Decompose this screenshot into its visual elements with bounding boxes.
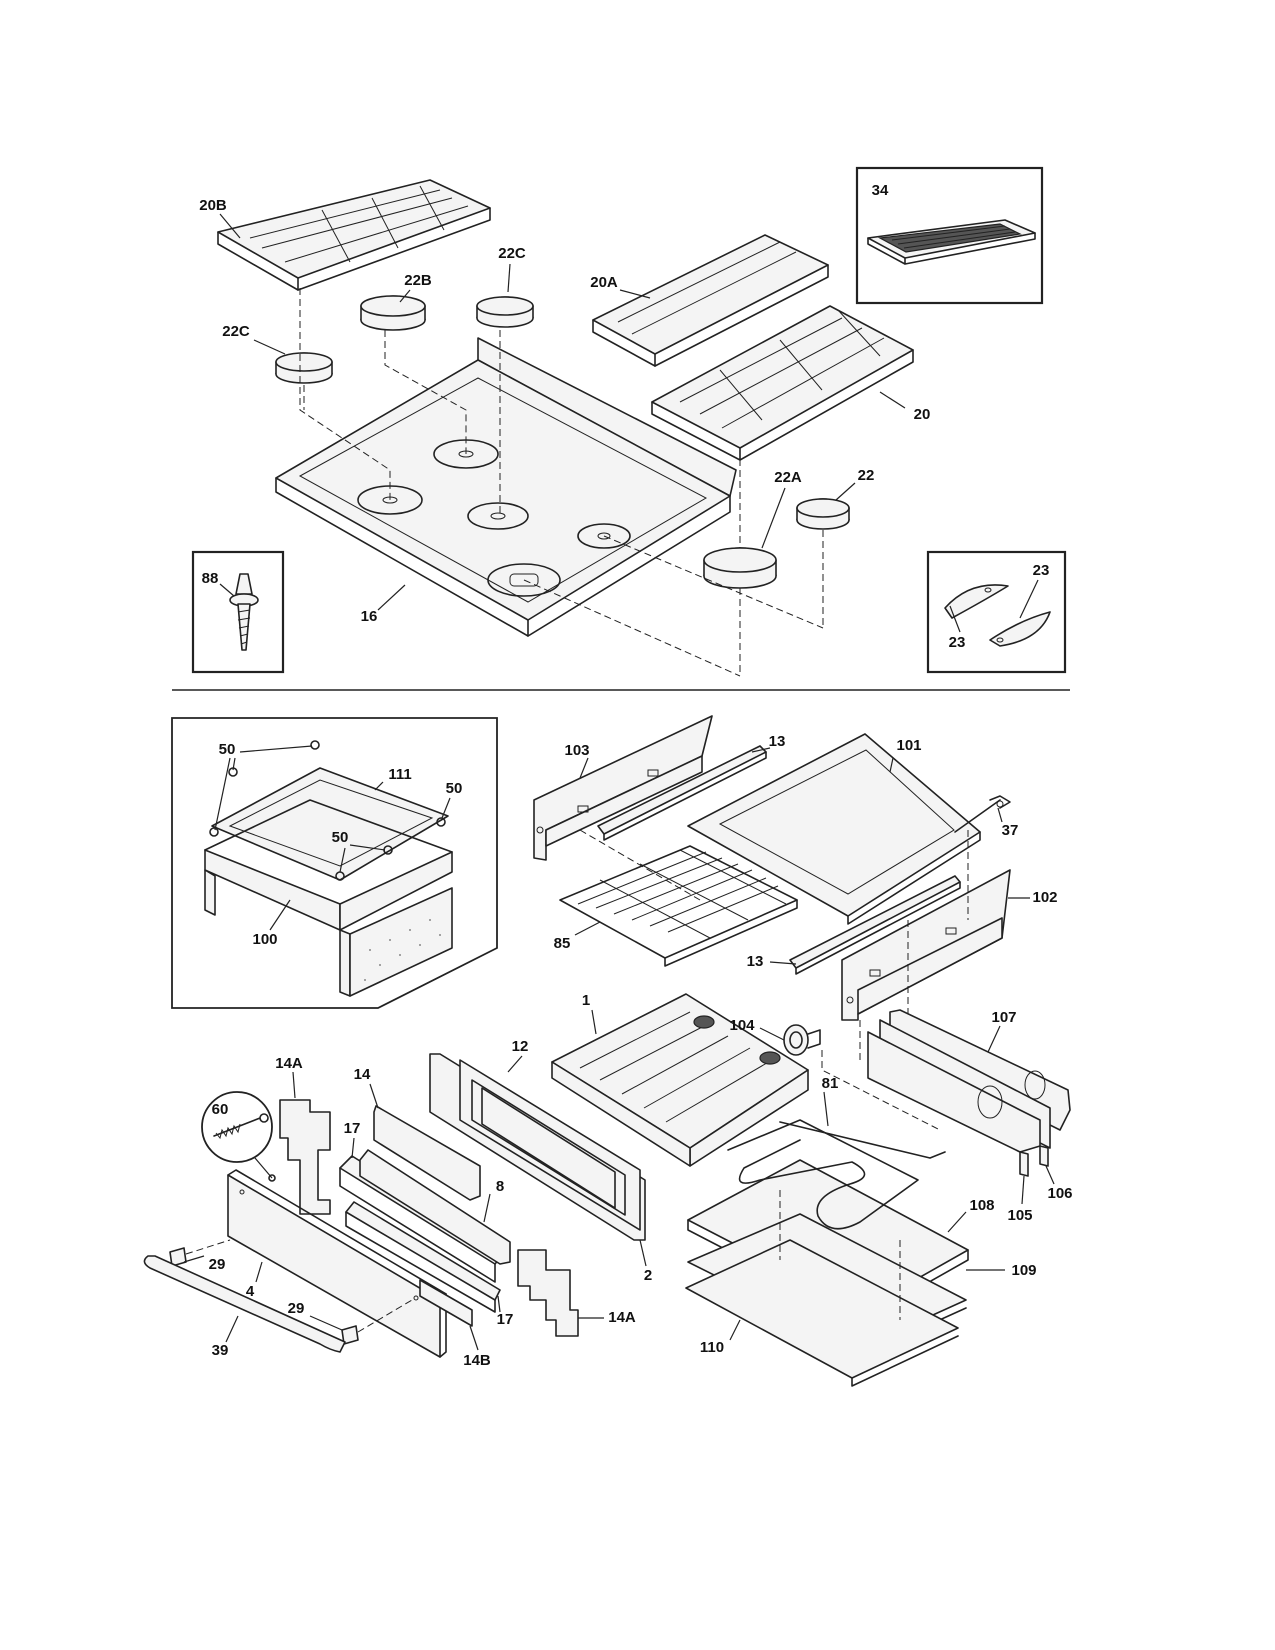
spring-inset-60 <box>201 1091 276 1182</box>
callout-17-a: 17 <box>344 1120 361 1137</box>
oven-top-101 <box>687 733 981 925</box>
callout-8: 8 <box>496 1178 504 1195</box>
burner-cap-22C-top <box>476 296 534 328</box>
oven-rack-85 <box>559 845 798 967</box>
assembly-lines-lower-left <box>185 1239 413 1333</box>
callout-39: 39 <box>212 1342 229 1359</box>
callout-50-a: 50 <box>219 741 236 758</box>
assembly-lines-top <box>299 288 824 677</box>
callout-104: 104 <box>729 1017 755 1034</box>
bake-element-and-bottom-panels <box>685 1119 969 1387</box>
callout-13-b: 13 <box>747 953 764 970</box>
center-grate-20A <box>592 234 829 367</box>
callout-17-b: 17 <box>497 1311 514 1328</box>
rear-panels-107-105-106 <box>867 1009 1071 1177</box>
callout-22B: 22B <box>404 272 432 289</box>
insulation-14A-left <box>279 1099 331 1215</box>
callout-22A: 22A <box>774 469 802 486</box>
callout-111: 111 <box>388 766 411 783</box>
callout-34: 34 <box>872 182 889 199</box>
callout-108: 108 <box>969 1197 994 1214</box>
callout-109: 109 <box>1011 1262 1036 1279</box>
callout-37: 37 <box>1002 822 1019 839</box>
callout-22C-left: 22C <box>222 323 250 340</box>
callout-20B: 20B <box>199 197 227 214</box>
callout-110: 110 <box>700 1339 724 1356</box>
griddle-inset-34 <box>855 166 1044 305</box>
callout-60: 60 <box>212 1101 229 1118</box>
callout-20: 20 <box>914 406 931 423</box>
bottom-callouts: 103 13 101 37 102 85 13 104 107 1 12 14A… <box>183 733 1073 1369</box>
callout-14B: 14B <box>463 1352 491 1369</box>
callout-22: 22 <box>858 467 875 484</box>
callout-107: 107 <box>991 1009 1016 1026</box>
cooktop-main-top-16 <box>275 337 737 637</box>
left-side-panel-103 <box>533 715 713 861</box>
light-socket-104 <box>783 1024 821 1056</box>
insulation-14B <box>419 1279 473 1327</box>
burner-cap-22A <box>703 547 777 589</box>
callout-105: 105 <box>1007 1207 1032 1224</box>
callout-100: 100 <box>252 931 277 948</box>
callout-29-b: 29 <box>288 1300 305 1317</box>
burner-heads-inset-23 <box>926 550 1067 674</box>
callout-14A-b: 14A <box>608 1309 636 1326</box>
callout-102: 102 <box>1032 889 1057 906</box>
oven-drawer-1 <box>551 993 809 1167</box>
callout-106: 106 <box>1047 1185 1072 1202</box>
insulation-14A-right <box>517 1249 579 1337</box>
burner-cap-22 <box>796 498 850 530</box>
handle-brackets-29 <box>169 1247 359 1345</box>
burner-cap-22C-left <box>275 352 333 384</box>
drawer-support-inset <box>171 717 498 1009</box>
panel-8 <box>359 1149 511 1265</box>
callout-14A-a: 14A <box>275 1055 303 1072</box>
rack-slide-13-lower <box>789 875 961 975</box>
callout-23-a: 23 <box>949 634 966 651</box>
callout-29-a: 29 <box>209 1256 226 1273</box>
rack-slide-13-upper <box>597 745 767 841</box>
callout-81: 81 <box>822 1075 839 1092</box>
callout-85: 85 <box>554 935 571 952</box>
right-grate-20 <box>651 305 914 461</box>
burner-cap-22B <box>360 295 426 331</box>
callout-50-b: 50 <box>446 780 463 797</box>
callout-14: 14 <box>354 1066 371 1083</box>
callout-20A: 20A <box>590 274 618 291</box>
callout-12: 12 <box>512 1038 529 1055</box>
callout-16: 16 <box>361 608 378 625</box>
bracket-17-lower <box>345 1201 501 1313</box>
door-handle-39 <box>143 1255 346 1353</box>
callout-2: 2 <box>644 1267 652 1284</box>
callout-50-c: 50 <box>332 829 349 846</box>
callout-103: 103 <box>564 742 589 759</box>
callout-4: 4 <box>246 1283 255 1300</box>
callout-88: 88 <box>202 570 219 587</box>
insulation-14-strip <box>373 1105 481 1201</box>
sensor-37 <box>954 795 1011 833</box>
inset-callouts: 50 111 50 50 100 <box>214 741 463 948</box>
callout-23-b: 23 <box>1033 562 1050 579</box>
screw-inset-88 <box>191 550 285 674</box>
callout-13-a: 13 <box>769 733 786 750</box>
top-callouts: 20B 22B 22C 22C 20A 34 20 22A 22 16 88 2… <box>199 182 1049 651</box>
callout-101: 101 <box>896 737 921 754</box>
callout-1: 1 <box>582 992 590 1009</box>
left-grate-20B <box>217 179 491 291</box>
door-liner-12-2 <box>429 1053 646 1241</box>
callout-22C-top: 22C <box>498 245 526 262</box>
